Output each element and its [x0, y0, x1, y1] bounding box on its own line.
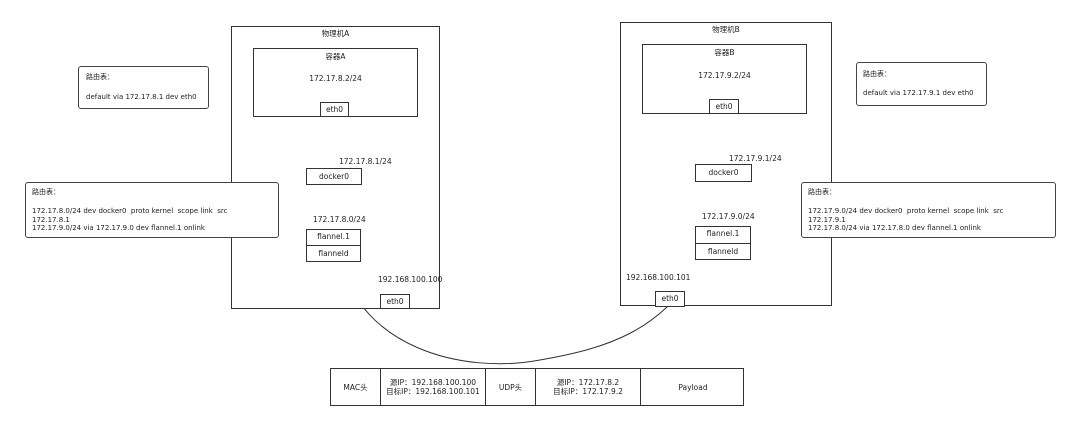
packet-payload-label: Payload [678, 382, 708, 392]
route-table-container-a-line: default via 172.17.8.1 dev eth0 [86, 93, 197, 101]
packet-inner-src: 源IP：172.17.8.2 [556, 378, 620, 387]
route-table-host-a-line: 172.17.8.0/24 dev docker0 proto kernel s… [32, 207, 228, 215]
machine-a-title: 物理机A [321, 29, 350, 38]
docker0-b-ip: 172.17.9.1/24 [729, 154, 782, 163]
container-a-title: 容器A [325, 52, 346, 61]
packet-udp-label: UDP头 [498, 382, 523, 392]
route-table-host-b-line: 172.17.8.0/24 via 172.17.8.0 dev flannel… [808, 224, 981, 232]
route-table-host-b [801, 182, 1056, 238]
route-table-host-b-title: 路由表： [808, 188, 836, 196]
packet-outer-dst: 目标IP：192.168.100.101 [386, 387, 480, 396]
flanneld-b: flanneld [707, 247, 739, 256]
route-table-container-b [856, 62, 987, 106]
flannel-a-divider [306, 245, 361, 246]
host-a-eth0: eth0 [380, 294, 410, 309]
flannel-b-subnet: 172.17.9.0/24 [702, 212, 755, 221]
route-table-container-b-title: 路由表： [863, 70, 891, 78]
host-b-ip: 192.168.100.101 [626, 273, 691, 282]
host-tunnel-curve [341, 261, 699, 365]
host-b-eth0: eth0 [655, 291, 685, 307]
route-table-host-a-line: 172.17.9.0/24 via 172.17.9.0 dev flannel… [32, 224, 205, 232]
host-a-ip: 192.168.100.100 [378, 275, 443, 284]
packet-inner-ip-header: 源IP：172.17.8.2 目标IP：172.17.9.2 [536, 369, 641, 405]
flannel-b-divider [695, 243, 751, 244]
route-table-container-a-title: 路由表： [86, 73, 114, 81]
route-table-container-a [78, 66, 209, 109]
container-a-eth0: eth0 [320, 102, 349, 117]
route-table-host-b-line: 172.17.9.0/24 dev docker0 proto kernel s… [808, 207, 1004, 215]
machine-b-title: 物理机B [712, 25, 740, 34]
container-b-title: 容器B [714, 48, 735, 57]
packet-mac-header: MAC头 [331, 369, 381, 405]
route-table-host-a-title: 路由表： [32, 188, 60, 196]
packet-outer-ip-header: 源IP：192.168.100.100 目标IP：192.168.100.101 [381, 369, 486, 405]
flanneld-a: flanneld [318, 249, 349, 258]
packet-format: MAC头 源IP：192.168.100.100 目标IP：192.168.10… [330, 368, 744, 406]
packet-outer-src: 源IP：192.168.100.100 [389, 378, 477, 387]
container-a-ip: 172.17.8.2/24 [309, 74, 362, 83]
docker0-a-ip: 172.17.8.1/24 [339, 157, 392, 166]
docker0-b: docker0 [695, 164, 752, 182]
docker0-a: docker0 [306, 168, 362, 185]
flannel1-a: flannel.1 [317, 232, 350, 241]
packet-payload: Payload [641, 369, 745, 405]
packet-udp-header: UDP头 [486, 369, 536, 405]
packet-mac-label: MAC头 [343, 382, 368, 392]
route-table-host-a [25, 182, 279, 238]
route-table-container-b-line: default via 172.17.9.1 dev eth0 [863, 89, 974, 97]
route-table-host-a-line: 172.17.8.1 [32, 215, 70, 224]
route-table-host-b-line: 172.17.9.1 [808, 215, 846, 224]
flannel1-b: flannel.1 [706, 229, 740, 238]
container-b-ip: 172.17.9.2/24 [698, 71, 751, 80]
packet-inner-dst: 目标IP：172.17.9.2 [553, 387, 623, 396]
container-b-eth0: eth0 [709, 99, 739, 114]
flannel-a-subnet: 172.17.8.0/24 [313, 215, 366, 224]
